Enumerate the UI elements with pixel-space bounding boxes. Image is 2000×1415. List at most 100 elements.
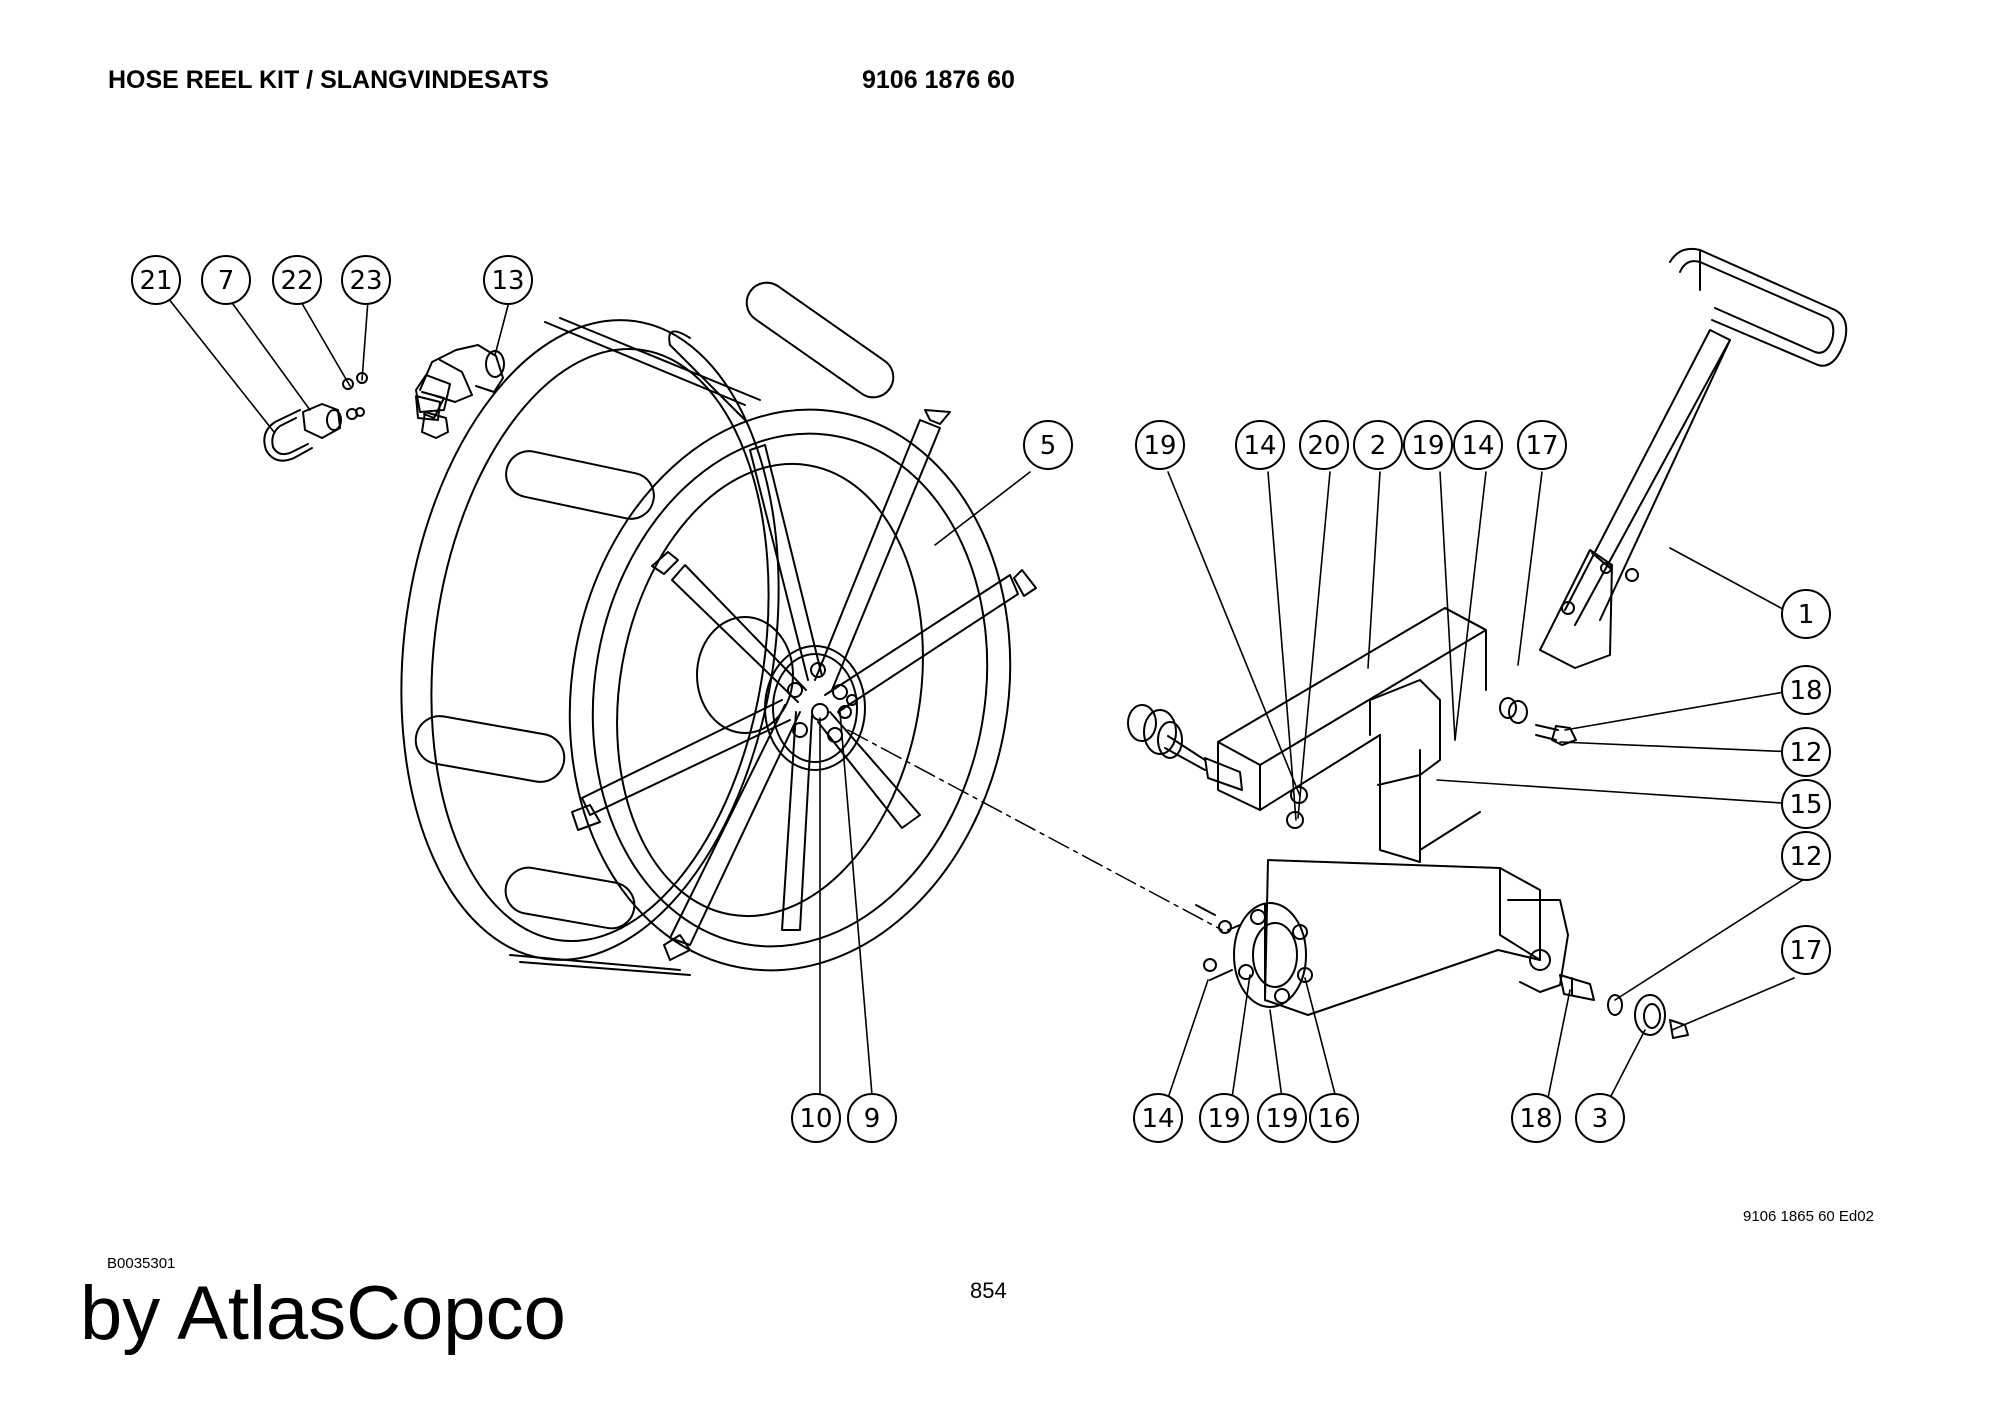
callout-label: 17 — [1789, 936, 1822, 966]
callout-12: 12 — [1781, 831, 1831, 881]
callout-circle — [791, 1093, 841, 1143]
callout-7: 7 — [201, 255, 251, 305]
elbow-fitting-part — [415, 344, 505, 439]
callout-circle — [1257, 1093, 1307, 1143]
callout-circle — [131, 255, 181, 305]
callout-label: 12 — [1789, 738, 1822, 768]
callout-label: 18 — [1789, 676, 1822, 706]
callout-label: 5 — [1040, 431, 1057, 461]
hose-reel-drum — [400, 281, 1012, 976]
callout-label: 17 — [1525, 431, 1558, 461]
callout-14: 14 — [1133, 1093, 1183, 1143]
reel-hub — [696, 616, 866, 771]
callout-circle — [1511, 1093, 1561, 1143]
reel-spokes — [571, 409, 1037, 961]
callout-circle — [1575, 1093, 1625, 1143]
callout-21: 21 — [131, 255, 181, 305]
callout-label: 12 — [1789, 842, 1822, 872]
callout-circle — [1453, 420, 1503, 470]
callout-9: 9 — [847, 1093, 897, 1143]
callout-13: 13 — [483, 255, 533, 305]
callout-balloons: 21 7 22 23 13 5 19 14 20 2 19 14 17 1 18 12 15 12 17 10 9 14 1… — [131, 255, 1831, 1143]
callout-circle — [1353, 420, 1403, 470]
callout-circle — [483, 255, 533, 305]
callout-23: 23 — [341, 255, 391, 305]
u-bolt-part — [263, 409, 313, 462]
callout-14: 14 — [1453, 420, 1503, 470]
callout-label: 14 — [1141, 1104, 1174, 1134]
leader-lines — [167, 297, 1813, 1099]
callout-label: 7 — [218, 266, 235, 296]
callout-circle — [1135, 420, 1185, 470]
callout-circle — [1023, 420, 1073, 470]
callout-circle — [1235, 420, 1285, 470]
callout-label: 14 — [1461, 431, 1494, 461]
callout-label: 19 — [1207, 1104, 1240, 1134]
image-id: B0035301 — [107, 1255, 176, 1272]
callout-circle — [1309, 1093, 1359, 1143]
callout-label: 21 — [139, 266, 172, 296]
callout-circle — [1517, 420, 1567, 470]
callout-label: 20 — [1307, 431, 1340, 461]
callout-circle — [201, 255, 251, 305]
callout-label: 16 — [1317, 1104, 1350, 1134]
callout-1: 1 — [1781, 589, 1831, 639]
callout-circle — [341, 255, 391, 305]
callout-label: 3 — [1592, 1104, 1609, 1134]
callout-label: 15 — [1789, 790, 1822, 820]
part-number: 9106 1876 60 — [862, 66, 1015, 94]
document-title: HOSE REEL KIT / SLANGVINDESATS — [108, 66, 549, 94]
callout-22: 22 — [272, 255, 322, 305]
callout-15: 15 — [1781, 779, 1831, 829]
callout-5: 5 — [1023, 420, 1073, 470]
callout-circle — [1199, 1093, 1249, 1143]
assembly-axis-line — [847, 729, 1223, 931]
callout-circle — [1781, 589, 1831, 639]
right-fasteners — [1499, 697, 1689, 1039]
callout-label: 19 — [1265, 1104, 1298, 1134]
page-number: 854 — [970, 1278, 1007, 1303]
callout-18: 18 — [1781, 665, 1831, 715]
callout-label: 9 — [864, 1104, 881, 1134]
callout-2: 2 — [1353, 420, 1403, 470]
reel-frame — [1217, 607, 1569, 1016]
callout-circle — [272, 255, 322, 305]
callout-circle — [1133, 1093, 1183, 1143]
callout-19: 19 — [1135, 420, 1185, 470]
callout-label: 14 — [1243, 431, 1276, 461]
callout-16: 16 — [1309, 1093, 1359, 1143]
callout-circle — [1781, 831, 1831, 881]
callout-label: 2 — [1370, 431, 1387, 461]
mounting-flange — [1195, 902, 1313, 1008]
callout-label: 1 — [1798, 600, 1815, 630]
nut-part — [302, 403, 342, 439]
callout-14: 14 — [1235, 420, 1285, 470]
drawing-reference: 9106 1865 60 Ed02 — [1743, 1208, 1874, 1225]
callout-3: 3 — [1575, 1093, 1625, 1143]
callout-label: 19 — [1411, 431, 1444, 461]
callout-19: 19 — [1403, 420, 1453, 470]
callout-label: 19 — [1143, 431, 1176, 461]
callout-circle — [1781, 727, 1831, 777]
callout-circle — [847, 1093, 897, 1143]
brand-logo-text: by AtlasCopco — [80, 1271, 566, 1356]
callout-label: 10 — [799, 1104, 832, 1134]
callout-17: 17 — [1517, 420, 1567, 470]
callout-label: 22 — [280, 266, 313, 296]
callout-19: 19 — [1199, 1093, 1249, 1143]
callout-label: 18 — [1519, 1104, 1552, 1134]
callout-circle — [1781, 779, 1831, 829]
callout-circle — [1403, 420, 1453, 470]
callout-circle — [1299, 420, 1349, 470]
callout-18: 18 — [1511, 1093, 1561, 1143]
callout-circle — [1781, 665, 1831, 715]
callout-19: 19 — [1257, 1093, 1307, 1143]
callout-10: 10 — [791, 1093, 841, 1143]
callout-label: 23 — [349, 266, 382, 296]
callout-20: 20 — [1299, 420, 1349, 470]
callout-label: 13 — [491, 266, 524, 296]
callout-17: 17 — [1781, 925, 1831, 975]
small-nut-part — [342, 378, 354, 390]
callout-circle — [1781, 925, 1831, 975]
